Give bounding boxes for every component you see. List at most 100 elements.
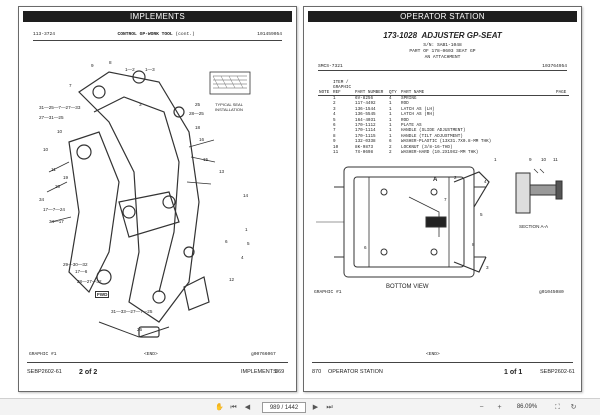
cell-part-number: 136-1544 bbox=[355, 106, 376, 112]
col-page: PAGE bbox=[555, 80, 569, 96]
part-number: 173-1028 bbox=[383, 31, 418, 40]
view-label: BOTTOM VIEW bbox=[386, 284, 429, 290]
table-top-rule bbox=[318, 70, 567, 71]
callout: 6 bbox=[364, 245, 367, 250]
fit-page-icon[interactable]: ⛶ bbox=[555, 404, 560, 411]
cell-part-number: 6V-8256 bbox=[355, 96, 374, 101]
group-title: CONTROL GP-WORK TOOL bbox=[117, 32, 173, 37]
cell-ref: 7 bbox=[333, 128, 336, 134]
callout: 1 bbox=[245, 227, 248, 232]
cell-qty: 4 bbox=[389, 96, 392, 101]
callout: 4 bbox=[241, 255, 244, 260]
cell-part-number: 136-5545 bbox=[355, 112, 376, 118]
cell-qty: 1 bbox=[389, 123, 392, 129]
callout: 20 bbox=[55, 184, 61, 189]
cell-part-number: 170-1115 bbox=[355, 133, 376, 139]
footer-doc: SEBP2602-61 bbox=[27, 369, 62, 375]
header-title: CONTROL GP-WORK TOOL (cont.) bbox=[118, 32, 195, 37]
zoom-level[interactable]: 86.09% bbox=[516, 404, 538, 410]
smcs-code: SMCS-7321 bbox=[318, 64, 343, 69]
callout: 7 bbox=[444, 197, 447, 202]
graphic-id: g01045080 bbox=[539, 290, 564, 295]
graphic-label: GRAPHIC #1 bbox=[314, 290, 342, 295]
exploded-linkage-drawing bbox=[46, 70, 216, 338]
callout: 28—27—32 bbox=[77, 279, 102, 284]
cell-qty: 1 bbox=[389, 133, 392, 139]
callout: 10 bbox=[57, 129, 63, 134]
continued-label: (cont.) bbox=[175, 32, 195, 37]
cell-qty: 1 bbox=[389, 128, 392, 134]
callout: 10 bbox=[541, 157, 547, 162]
callout: 7 bbox=[69, 83, 72, 88]
cell-part-name: WASHER-HARD (10.2X19X2-MM THK) bbox=[401, 150, 479, 156]
footer-section: OPERATOR STATION bbox=[328, 369, 383, 375]
footer-section: IMPLEMENTS bbox=[241, 369, 277, 375]
section-label: SECTION A-A bbox=[519, 224, 549, 229]
section-band: OPERATOR STATION bbox=[308, 11, 577, 22]
callout: 31—25—7—27—33 bbox=[39, 105, 81, 110]
footer-number: 870 bbox=[312, 369, 322, 375]
section-letter: A bbox=[433, 177, 438, 183]
seat-adjuster-bottom-view bbox=[316, 166, 490, 278]
rotate-icon[interactable]: ↻ bbox=[570, 404, 577, 411]
zoom-in-icon[interactable]: + bbox=[497, 404, 502, 411]
callout: 15 bbox=[203, 157, 209, 162]
next-page-icon[interactable]: ▶ bbox=[312, 404, 319, 411]
last-page-icon[interactable]: ⏭ bbox=[326, 404, 333, 411]
cell-part-name: PLATE AS bbox=[401, 123, 422, 129]
footer-page: 1 of 1 bbox=[504, 369, 523, 376]
header-right-code: 101459054 bbox=[257, 32, 282, 37]
doc-code: 103764954 bbox=[542, 64, 567, 69]
callout: 6 bbox=[225, 239, 228, 244]
parts-table: NOTE ITEM / GRAPHIC REF PART NUMBER QTY … bbox=[318, 80, 569, 155]
cell-qty: 1 bbox=[389, 117, 392, 123]
section-a-a-drawing bbox=[515, 168, 563, 214]
cell-qty: 1 bbox=[389, 101, 392, 107]
page-header: 113-3724 CONTROL GP-WORK TOOL (cont.) 10… bbox=[33, 32, 282, 37]
page-number-field[interactable]: 989 / 1442 bbox=[262, 402, 306, 413]
section-band: IMPLEMENTS bbox=[23, 11, 292, 22]
col-part-name: PART NAME bbox=[400, 80, 555, 96]
callout: 17—7—24 bbox=[43, 207, 65, 212]
cell-ref: 11 bbox=[333, 150, 339, 156]
end-label: <END> bbox=[144, 352, 158, 357]
previous-page-icon[interactable]: ◀ bbox=[244, 404, 251, 411]
callout: 27—31—25 bbox=[39, 115, 64, 120]
callout: 34—17 bbox=[49, 219, 64, 224]
viewer-toolbar: ✋ ⏮ ◀ 989 / 1442 ▶ ⏭ − + 86.09% ⛶ ↻ bbox=[0, 398, 600, 415]
cell-ref: 4 bbox=[333, 112, 336, 118]
cell-ref: 10 bbox=[333, 144, 339, 150]
cell-part-number: 170-1112 bbox=[355, 123, 376, 129]
first-page-icon[interactable]: ⏮ bbox=[230, 404, 237, 411]
zoom-out-icon[interactable]: − bbox=[479, 404, 484, 411]
cell-part-name: LATCH AS (RH) bbox=[401, 112, 435, 118]
callout: 16 bbox=[199, 137, 205, 142]
cell-ref: 1 bbox=[333, 96, 336, 101]
graphic-id: g00766067 bbox=[251, 352, 276, 357]
callout: 29—30—32 bbox=[63, 262, 88, 267]
cell-part-name: LOCKNUT (3/8-16-THD) bbox=[401, 144, 453, 150]
callout: 17—6 bbox=[75, 269, 88, 274]
end-label: <END> bbox=[426, 352, 440, 357]
cell-ref: 3 bbox=[333, 106, 336, 112]
cell-ref: 9 bbox=[333, 139, 336, 145]
callout: 31—33—27—7—25 bbox=[111, 309, 153, 314]
part-title: 173-1028 ADJUSTER GP-SEAT bbox=[304, 31, 581, 40]
callout: 1—2 bbox=[125, 67, 135, 72]
cell-ref: 6 bbox=[333, 123, 336, 129]
hand-tool-icon[interactable]: ✋ bbox=[215, 404, 224, 411]
callout: 5 bbox=[247, 241, 250, 246]
cell-ref: 2 bbox=[333, 101, 336, 107]
table-row: 6 170-1112 1 PLATE AS bbox=[318, 123, 569, 128]
callout: 4 bbox=[484, 179, 487, 184]
attachment-label: AN ATTACHMENT bbox=[424, 55, 461, 60]
callout: 1—3 bbox=[145, 67, 155, 72]
callout: 26 bbox=[137, 327, 143, 332]
callout: 14 bbox=[243, 193, 249, 198]
